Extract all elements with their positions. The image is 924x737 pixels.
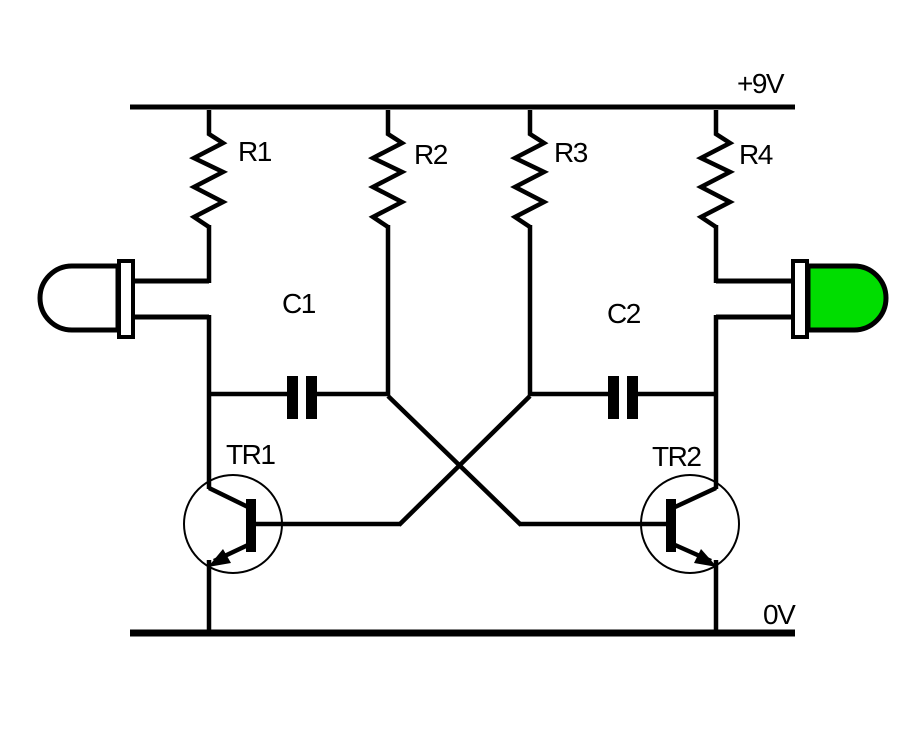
supply-voltage-label: +9V [737,68,785,99]
led-right [716,259,889,339]
transistor-base-bar [246,499,256,552]
transistor-body-circle [183,474,283,574]
resistor-zigzag [188,110,229,229]
resistor-r2: R2 [367,110,449,229]
resistor-label: R1 [238,136,272,167]
transistor-emitter-arrow [694,549,717,567]
resistor-zigzag [509,110,550,229]
wires [206,225,719,633]
capacitor-c2: C2 [607,298,642,419]
transistor-label: TR1 [226,439,275,470]
capacitor-plate-left [287,376,298,419]
transistor-label: TR2 [652,441,701,472]
resistor-label: R2 [414,139,448,170]
led-left [37,259,209,339]
capacitor-c1: C1 [282,288,317,419]
transistor-tr1: TR1 [183,439,283,574]
ground-voltage-label: 0V [763,599,796,630]
resistor-r3: R3 [509,110,589,229]
schematic-layer: +9V 0V R1 R2 R3 R4 [37,68,889,637]
resistor-zigzag [695,110,736,229]
capacitor-plate-right [627,376,638,419]
transistor-body-circle [640,474,740,574]
transistor-emitter-arrow [208,549,231,567]
coupling-wire-c1-to-tr2-base [386,394,523,527]
capacitor-plate-right [306,376,317,419]
transistor-collector-lead [674,485,717,510]
resistor-r4: R4 [695,110,774,229]
led-dome [805,263,889,333]
led-flange [791,259,809,339]
resistor-r1: R1 [188,110,273,229]
resistor-label: R3 [554,137,588,168]
transistor-tr2: TR2 [640,441,740,574]
capacitor-label: C2 [607,298,641,329]
resistor-label: R4 [739,139,773,170]
capacitor-label: C1 [282,288,316,319]
resistor-zigzag [367,110,408,229]
transistor-collector-lead [208,485,249,510]
coupling-wire-c2-to-tr1-base [397,394,532,527]
led-flange [117,259,135,339]
transistor-base-bar [666,499,676,552]
led-dome [37,263,121,333]
capacitor-plate-left [608,376,619,419]
